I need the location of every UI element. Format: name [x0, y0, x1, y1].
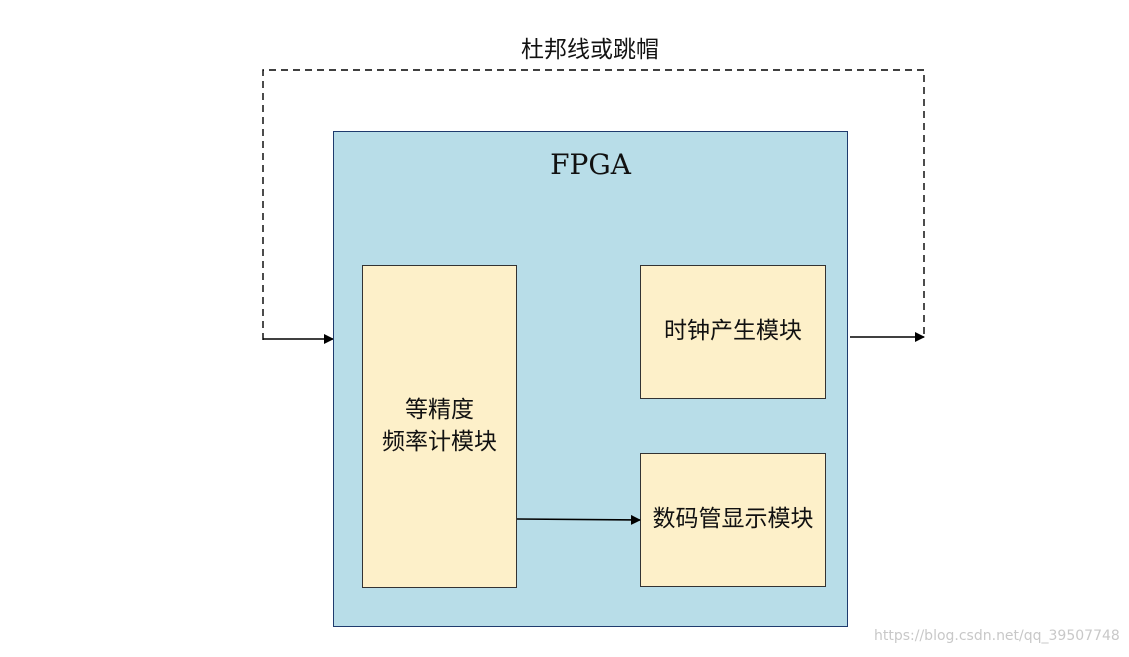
clock-gen-label: 时钟产生模块	[664, 318, 802, 345]
freq-counter-label-line1: 等精度	[405, 397, 474, 424]
watermark: https://blog.csdn.net/qq_39507748	[874, 628, 1120, 644]
freq-counter-label-line2: 频率计模块	[382, 428, 497, 455]
display-label: 数码管显示模块	[652, 506, 814, 533]
jumper-loop-dashed	[262, 69, 925, 340]
jumper-label: 杜邦线或跳帽	[521, 37, 659, 63]
display-module: 数码管显示模块	[640, 453, 826, 587]
clock-gen-module: 时钟产生模块	[640, 265, 826, 399]
freq-counter-module: 等精度 频率计模块	[362, 265, 517, 588]
fpga-title: FPGA	[550, 148, 631, 181]
